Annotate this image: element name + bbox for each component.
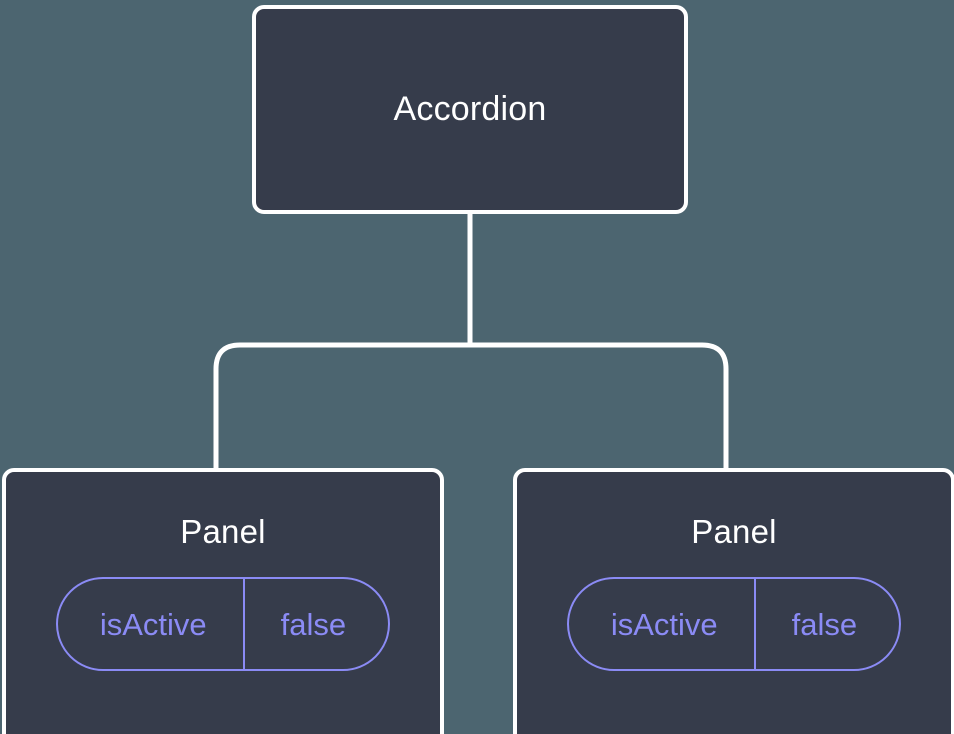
prop-value: false xyxy=(280,606,347,642)
connector-branch-right xyxy=(470,342,729,470)
tree-node-panel-2[interactable]: Panel isActive false xyxy=(513,468,954,734)
node-title: Panel xyxy=(691,513,777,550)
prop-key: isActive xyxy=(58,579,245,670)
prop-pill-isactive[interactable]: isActive false xyxy=(55,577,391,672)
connector-branch-left xyxy=(213,342,470,470)
node-title: Panel xyxy=(180,513,266,550)
tree-node-panel-1[interactable]: Panel isActive false xyxy=(2,468,444,734)
node-title: Accordion xyxy=(393,89,547,128)
prop-key: isActive xyxy=(569,579,756,670)
prop-pill-isactive[interactable]: isActive false xyxy=(566,577,902,672)
prop-value: false xyxy=(791,606,858,642)
tree-node-accordion[interactable]: Accordion xyxy=(252,5,688,214)
